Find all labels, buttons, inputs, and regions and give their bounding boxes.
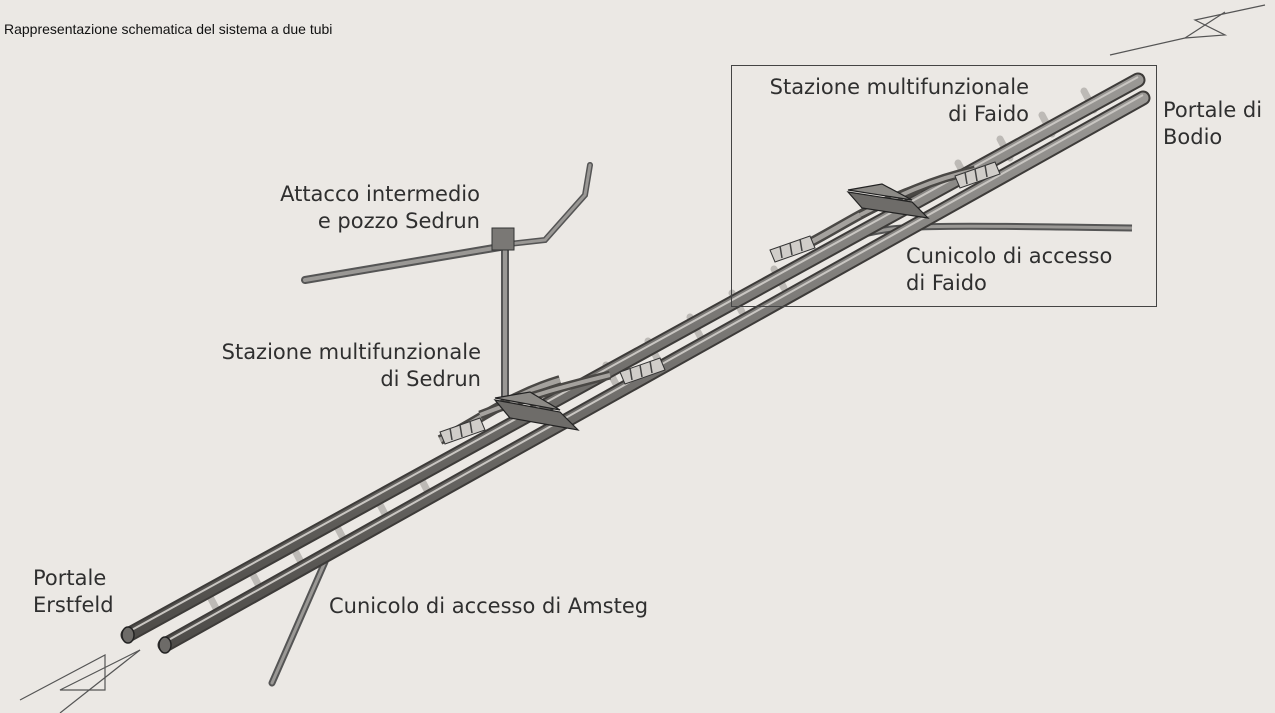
portal-opening-east [158,636,172,654]
label-station-sedrun: Stazione multifunzionale di Sedrun [221,340,481,391]
shaft-head-structure [491,227,515,251]
station-faido-structure [769,161,1001,263]
access-gallery-sedrun [301,162,593,284]
access-gallery-amsteg [268,558,329,687]
emergency-stop-faido-south [954,161,1001,189]
label-portal-bodio: Portale di Bodio [1163,98,1263,149]
label-portal-erstfeld: Portale Erstfeld [33,566,114,617]
label-access-amsteg: Cunicolo di accesso di Amsteg [329,594,649,618]
label-access-faido: Cunicolo di accesso di Faido [906,244,1113,295]
station-sedrun-structure [437,357,666,445]
emergency-stop-faido-north [769,235,816,263]
faido-station-inset-frame [731,65,1157,307]
label-station-faido: Stazione multifunzionale di Faido [769,75,1029,126]
emergency-stop-sedrun-north [439,417,486,445]
label-shaft-sedrun: Attacco intermedio e pozzo Sedrun [280,182,480,233]
diagram-caption: Rappresentazione schematica del sistema … [4,21,333,37]
portal-opening-west [121,626,135,644]
emergency-stop-sedrun-south [619,357,666,385]
surface-outline [19,4,1266,713]
